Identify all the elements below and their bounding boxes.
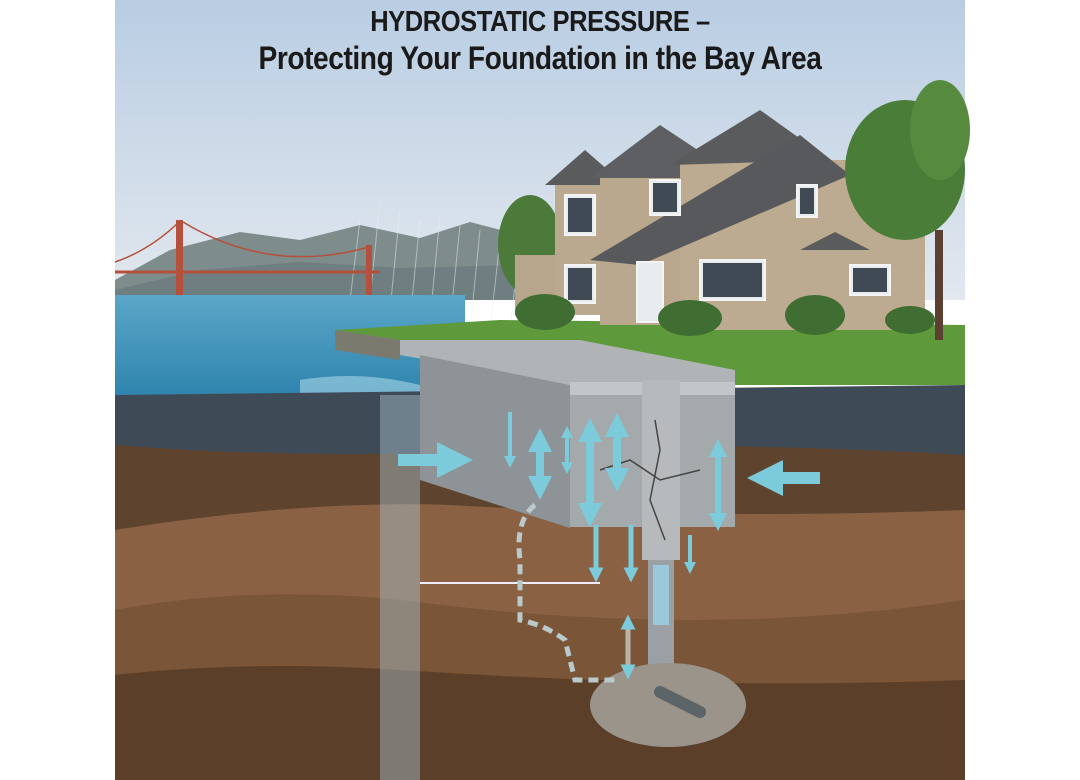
- title-line-1: HYDROSTATIC PRESSURE –: [370, 6, 710, 38]
- title-line-2: Protecting Your Foundation in the Bay Ar…: [258, 40, 822, 76]
- bushes: [515, 294, 935, 336]
- gravel-bed: [590, 663, 746, 747]
- tree: [845, 80, 970, 340]
- lawn: [335, 320, 965, 385]
- golden-gate-bridge: [114, 220, 380, 298]
- water-column: [380, 395, 420, 780]
- pressure-arrows: [398, 412, 820, 683]
